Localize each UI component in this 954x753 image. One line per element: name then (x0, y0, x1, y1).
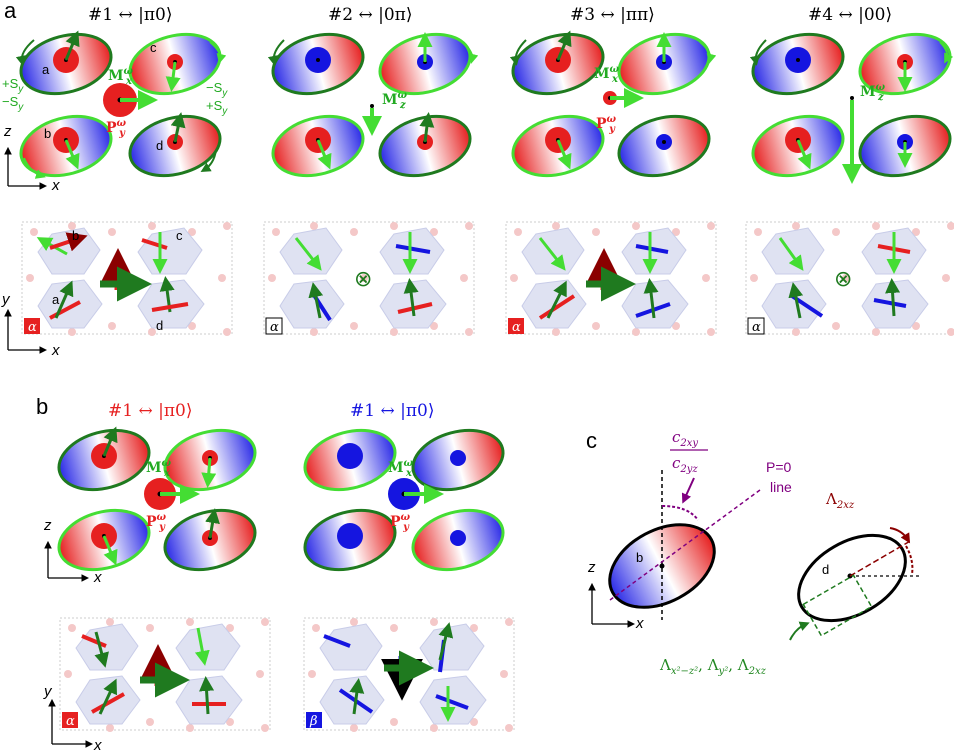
otimes-2: ⊗ (354, 267, 372, 292)
state-3-orbitals (504, 23, 718, 187)
panel-a-title-1: #1 ↔ |π0⟩ (88, 5, 172, 25)
spin-label-2: −Sy (2, 94, 24, 113)
state-1-orbitals (12, 23, 229, 187)
domain-tag-b2: β (309, 714, 318, 729)
panel-a-title-4: #4 ↔ |00⟩ (808, 5, 892, 25)
state-4-orbitals (744, 23, 954, 187)
panel-a-letter: a (4, 0, 17, 23)
panel-c-drawing (588, 470, 920, 641)
p0-line-label-2: line (770, 479, 792, 495)
panel-b-title-1: #1 ↔ |π0⟩ (108, 401, 192, 421)
panel-b-title-2: #1 ↔ |π0⟩ (350, 401, 434, 421)
ratio-numerator: c2xy (672, 428, 698, 449)
panel-b-letter: b (36, 394, 48, 419)
axis-x-b: x (93, 569, 102, 586)
panel-c-letter: c (586, 428, 597, 453)
axis-z-c: z (587, 559, 596, 576)
b-lattice-1 (59, 617, 271, 733)
lattice-2 (263, 221, 475, 337)
lattice-site-b: b (72, 228, 79, 243)
lambda-2xz-top: Λ2xz (825, 490, 855, 511)
axes-b-top (44, 540, 90, 582)
axis-z-a: z (3, 123, 12, 140)
c-site-b: b (636, 550, 643, 565)
state-2-orbitals (264, 23, 479, 187)
lattice-1 (21, 221, 233, 337)
axis-x-c: x (635, 615, 644, 632)
axes-a-top (4, 146, 48, 190)
panel-a-title-2: #2 ↔ |0π⟩ (328, 5, 412, 25)
otimes-4: ⊗ (834, 267, 852, 292)
site-c-label: c (150, 40, 157, 55)
axis-x-b2: x (93, 737, 102, 753)
b-orbitals-1 (50, 419, 264, 581)
domain-tag-1: α (28, 320, 37, 335)
lambda-list: Λx²−z², Λy², Λ2xz (659, 656, 767, 677)
spin-label-1: +Sy (2, 76, 24, 95)
axis-y-b: y (43, 683, 53, 700)
spin-label-4: +Sy (206, 98, 228, 117)
axes-b-bottom (48, 698, 94, 748)
p0-line-label-1: P=0 (766, 459, 792, 475)
axis-y-a: y (1, 291, 11, 308)
lattice-3 (505, 221, 717, 337)
c-site-d: d (822, 562, 829, 577)
lattice-4 (745, 221, 954, 337)
site-a-label: a (42, 62, 50, 77)
domain-tag-2: α (270, 320, 279, 335)
b-lattice-2 (303, 617, 515, 733)
b-orbitals-2 (296, 419, 512, 581)
lattice-site-a: a (52, 292, 60, 307)
domain-tag-4: α (752, 320, 761, 335)
domain-tag-b1: α (66, 714, 75, 729)
axis-x-a: x (51, 177, 60, 194)
lattice-site-c: c (176, 228, 183, 243)
spin-label-3: −Sy (206, 80, 228, 99)
domain-tag-3: α (512, 320, 521, 335)
site-b-label: b (44, 126, 51, 141)
axis-x-a2: x (51, 342, 60, 359)
lattice-site-d: d (156, 318, 163, 333)
axes-a-bottom (4, 308, 48, 354)
panel-a-title-3: #3 ↔ |ππ⟩ (570, 5, 655, 25)
ratio-denominator: c2yz (672, 454, 698, 475)
site-d-label: d (156, 138, 163, 153)
axis-z-b: z (43, 517, 52, 534)
